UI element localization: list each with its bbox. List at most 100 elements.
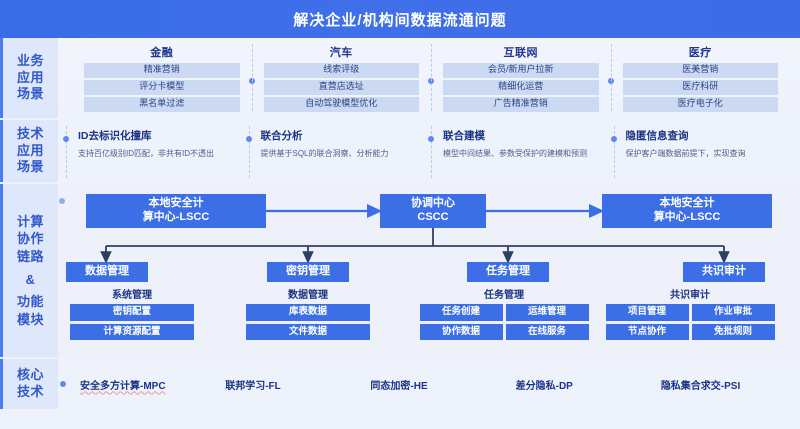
- bullet-dot-icon: [428, 136, 434, 142]
- technical-item-title: 联合建模: [443, 130, 485, 142]
- section-label-technical: 技术 应用 场景: [0, 120, 58, 182]
- technical-item-desc: 保护客户端数据前提下，实现查询: [625, 149, 746, 158]
- section-body-core: 安全多方计算-MPC 联邦学习-FL 同态加密-HE 差分隐私-DP 隐私集合求…: [58, 359, 800, 409]
- section-body-business: 金融 精准营销 评分卡模型 黑名单过滤 汽车 线索评级 直营店选址 自动驾驶模型…: [58, 38, 800, 118]
- node-cscc[interactable]: 协调中心 CSCC: [380, 194, 486, 228]
- technical-item-joint-modeling[interactable]: 联合建模 模型中间结果、参数受保护的建模和预测: [427, 126, 610, 178]
- section-business-scenarios: 业务 应用 场景 金融 精准营销 评分卡模型 黑名单过滤 汽车 线索评级 直营店…: [0, 38, 800, 118]
- technical-item-desc: 支持百亿级别ID匹配，非共有ID不透出: [78, 149, 214, 158]
- technical-columns: ID去标识化撞库 支持百亿级别ID匹配，非共有ID不透出 联合分析 提供基于SQ…: [58, 120, 800, 182]
- bullet-dot-icon: [60, 381, 66, 387]
- page-title: 解决企业/机构间数据流通问题: [293, 11, 507, 29]
- group-data-management: 数据管理 库表数据 文件数据: [244, 286, 372, 340]
- bullet-dot-icon: [63, 136, 69, 142]
- business-column-internet: 互联网 会员/新用户拉新 精细化运营 广告精准营销: [431, 42, 614, 113]
- column-heading: 金融: [150, 47, 174, 59]
- label-line: 技术: [16, 126, 44, 142]
- technical-item-id-matching[interactable]: ID去标识化撞库 支持百亿级别ID匹配，非共有ID不透出: [62, 126, 245, 178]
- section-label-compute: 计算 协作 链路 & 功能 模块: [0, 184, 58, 357]
- node-label: 协调中心 CSCC: [411, 197, 455, 223]
- technical-item-joint-analysis[interactable]: 联合分析 提供基于SQL的联合洞察、分析能力: [245, 126, 428, 178]
- label-line: 核心: [16, 367, 44, 383]
- scenario-pill[interactable]: 会员/新用户拉新: [443, 63, 599, 78]
- scenario-pill[interactable]: 自动驾驶模型优化: [263, 96, 419, 112]
- scenario-pill[interactable]: 医疗电子化: [622, 96, 778, 112]
- node-lscc-right[interactable]: 本地安全计 算中心-LSCC: [602, 194, 772, 228]
- module-chip[interactable]: 密钥配置: [70, 304, 194, 321]
- label-line: 链路: [16, 248, 44, 264]
- group-title: 任务管理: [484, 290, 524, 301]
- group-title: 系统管理: [112, 290, 152, 301]
- business-column-healthcare: 医疗 医美营销 医疗科研 医疗电子化: [610, 42, 791, 113]
- core-tech-dp[interactable]: 差分隐私-DP: [515, 380, 573, 392]
- group-consensus-audit: 共识审计 项目管理 作业审批 节点协作 免批规则: [604, 286, 776, 340]
- label-line: 协作: [16, 231, 44, 247]
- section-label-core: 核心 技术: [0, 359, 58, 409]
- section-core-technology: 核心 技术 安全多方计算-MPC 联邦学习-FL 同态加密-HE 差分隐私-DP…: [0, 359, 800, 409]
- section-body-technical: ID去标识化撞库 支持百亿级别ID匹配，非共有ID不透出 联合分析 提供基于SQ…: [58, 120, 800, 182]
- label-line: 技术: [16, 384, 44, 399]
- scenario-pill[interactable]: 医疗科研: [622, 79, 778, 95]
- section-compute-collaboration: 计算 协作 链路 & 功能 模块: [0, 184, 800, 357]
- node-data-management[interactable]: 数据管理: [66, 262, 148, 282]
- label-line: 应用: [16, 142, 44, 158]
- module-chip[interactable]: 作业审批: [691, 304, 775, 321]
- label-line: 功能: [16, 294, 44, 310]
- group-system-management: 系统管理 密钥配置 计算资源配置: [68, 286, 196, 340]
- node-label: 本地安全计 算中心-LSCC: [653, 197, 721, 223]
- bullet-dot-icon: [610, 136, 617, 142]
- core-tech-mpc[interactable]: 安全多方计算-MPC: [80, 380, 166, 392]
- core-tech-fl[interactable]: 联邦学习-FL: [225, 380, 281, 392]
- section-bullet-icon: [59, 198, 65, 204]
- technical-item-title: 隐匿信息查询: [625, 130, 689, 142]
- module-chip[interactable]: 计算资源配置: [70, 323, 194, 340]
- module-chip[interactable]: 免批规则: [691, 323, 775, 340]
- column-heading: 互联网: [503, 47, 538, 59]
- module-chip[interactable]: 运维管理: [505, 304, 589, 321]
- scenario-pill[interactable]: 医美营销: [622, 63, 778, 78]
- label-line: 场景: [16, 86, 44, 102]
- section-technical-scenarios: 技术 应用 场景 ID去标识化撞库 支持百亿级别ID匹配，非共有ID不透出 联合…: [0, 120, 800, 182]
- scenario-pill[interactable]: 精细化运营: [443, 79, 599, 95]
- technical-item-title: 联合分析: [260, 130, 303, 142]
- node-key-management[interactable]: 密钥管理: [267, 262, 349, 282]
- module-chip[interactable]: 节点协作: [605, 323, 689, 340]
- group-chips: 库表数据 文件数据: [244, 304, 372, 340]
- core-tech-psi[interactable]: 隐私集合求交-PSI: [660, 380, 741, 392]
- label-line: 计算: [16, 213, 44, 229]
- group-chips: 项目管理 作业审批 节点协作 免批规则: [604, 304, 776, 340]
- page-header: 解决企业/机构间数据流通问题: [0, 0, 800, 38]
- business-columns: 金融 精准营销 评分卡模型 黑名单过滤 汽车 线索评级 直营店选址 自动驾驶模型…: [58, 38, 800, 118]
- technical-item-private-query[interactable]: 隐匿信息查询 保护客户端数据前提下，实现查询: [610, 126, 793, 178]
- section-body-compute: 本地安全计 算中心-LSCC 协调中心 CSCC 本地安全计 算中心-LSCC …: [58, 184, 800, 357]
- node-label: 本地安全计 算中心-LSCC: [142, 197, 210, 223]
- technical-item-desc: 模型中间结果、参数受保护的建模和预测: [443, 149, 587, 158]
- scenario-pill[interactable]: 黑名单过滤: [84, 96, 240, 112]
- module-chip[interactable]: 库表数据: [246, 304, 370, 321]
- node-consensus-audit[interactable]: 共识审计: [683, 262, 765, 282]
- module-chip[interactable]: 文件数据: [246, 323, 370, 340]
- architecture-diagram: 本地安全计 算中心-LSCC 协调中心 CSCC 本地安全计 算中心-LSCC …: [58, 184, 800, 357]
- module-chip[interactable]: 协作数据: [419, 323, 503, 340]
- module-chip[interactable]: 任务创建: [419, 304, 503, 321]
- group-chips: 任务创建 运维管理 协作数据 在线服务: [418, 304, 590, 340]
- node-task-management[interactable]: 任务管理: [467, 262, 549, 282]
- technical-item-title: ID去标识化撞库: [78, 130, 152, 142]
- node-lscc-left[interactable]: 本地安全计 算中心-LSCC: [86, 194, 266, 228]
- scenario-pill[interactable]: 精准营销: [84, 63, 240, 78]
- bullet-dot-icon: [245, 136, 252, 142]
- label-line: 模块: [16, 311, 44, 327]
- core-tech-he[interactable]: 同态加密-HE: [370, 380, 428, 392]
- scenario-pill[interactable]: 线索评级: [263, 63, 419, 78]
- module-chip[interactable]: 项目管理: [605, 304, 689, 321]
- label-line: 应用: [16, 69, 44, 85]
- scenario-pill[interactable]: 直营店选址: [263, 79, 419, 95]
- scenario-pill[interactable]: 评分卡模型: [84, 79, 240, 95]
- label-line: &: [25, 271, 36, 287]
- column-heading: 医疗: [688, 47, 712, 59]
- scenario-pill[interactable]: 广告精准营销: [443, 96, 599, 112]
- label-line: 场景: [16, 159, 44, 175]
- module-chip[interactable]: 在线服务: [505, 323, 589, 340]
- group-title: 数据管理: [288, 290, 328, 301]
